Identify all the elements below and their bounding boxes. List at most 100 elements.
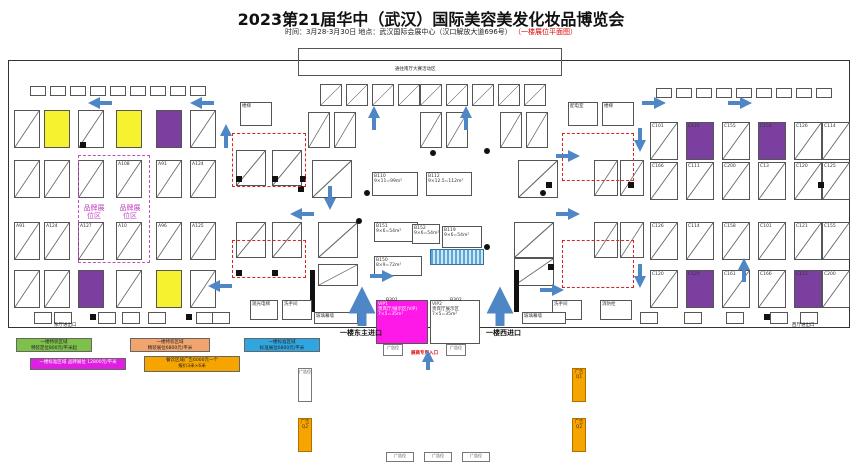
booth-right-4-2[interactable]: C121 [794, 222, 822, 260]
booth-left-3-1[interactable]: A108 [116, 160, 142, 198]
booth-right-2-0[interactable]: C155 [722, 122, 750, 160]
booth-cl-2[interactable] [318, 222, 358, 258]
booth-right-5-1[interactable]: C125 [822, 162, 850, 200]
booth-right-4-3[interactable]: C111 [794, 270, 822, 308]
booth-tr-1[interactable] [676, 88, 692, 98]
booth-bottom-3[interactable] [122, 312, 140, 324]
booth-bottom-2[interactable] [98, 312, 116, 324]
booth-bottom-6[interactable] [212, 312, 230, 324]
booth-bottom-11[interactable] [800, 312, 818, 324]
booth-right-2-2[interactable]: C158 [722, 222, 750, 260]
booth-left-1-2[interactable]: A124 [44, 222, 70, 260]
booth-tr-6[interactable] [776, 88, 792, 98]
booth-right-1-1[interactable]: C111 [686, 162, 714, 200]
booth-tl-6[interactable] [150, 86, 166, 96]
booth-tr-4[interactable] [736, 88, 752, 98]
booth-upper-1[interactable] [334, 112, 356, 148]
booth-cr-3[interactable] [514, 258, 554, 286]
booth-right-0-3[interactable]: C120 [650, 270, 678, 308]
booth-top-1[interactable] [346, 84, 368, 106]
booth-tl-4[interactable] [110, 86, 126, 96]
booth-right-5-2[interactable]: C155 [822, 222, 850, 260]
booth-right-5-0[interactable]: C114 [822, 122, 850, 160]
booth-right-3-2[interactable]: C101 [758, 222, 786, 260]
booth-top-5[interactable] [446, 84, 468, 106]
booth-top-0[interactable] [320, 84, 342, 106]
booth-top-7[interactable] [498, 84, 520, 106]
booth-tl-5[interactable] [130, 86, 146, 96]
booth-right-1-0[interactable]: C121 [686, 122, 714, 160]
booth-bottom-0[interactable] [34, 312, 52, 324]
booth-left-0-0[interactable] [14, 110, 40, 148]
booth-left-5-3[interactable] [190, 270, 216, 308]
booth-left-0-2[interactable]: A91 [14, 222, 40, 260]
booth-right-1-3[interactable]: C125 [686, 270, 714, 308]
booth-left-2-0[interactable] [78, 110, 104, 148]
booth-tr-0[interactable] [656, 88, 672, 98]
booth-tr-7[interactable] [796, 88, 812, 98]
booth-right-3-0[interactable]: C154 [758, 122, 786, 160]
booth-rm-1-0[interactable] [620, 160, 644, 196]
booth-right-0-2[interactable]: C126 [650, 222, 678, 260]
booth-bottom-9[interactable] [726, 312, 744, 324]
booth-tr-2[interactable] [696, 88, 712, 98]
booth-tl-0[interactable] [30, 86, 46, 96]
booth-right-1-2[interactable]: C114 [686, 222, 714, 260]
booth-top-8[interactable] [524, 84, 546, 106]
booth-left-0-1[interactable] [14, 160, 40, 198]
booth-left-4-2[interactable]: A96 [156, 222, 182, 260]
booth-tl-7[interactable] [170, 86, 186, 96]
booth-tr-3[interactable] [716, 88, 732, 98]
booth-left-4-0[interactable] [156, 110, 182, 148]
booth-tl-1[interactable] [50, 86, 66, 96]
booth-upper-0[interactable] [308, 112, 330, 148]
booth-cl-1[interactable] [312, 160, 352, 198]
booth-bottom-8[interactable] [684, 312, 702, 324]
booth-bottom-4[interactable] [148, 312, 166, 324]
booth-top-3[interactable] [398, 84, 420, 106]
booth-right-4-1[interactable]: C120 [794, 162, 822, 200]
booth-right-3-1[interactable]: C13 [758, 162, 786, 200]
booth-left-2-2[interactable]: A127 [78, 222, 104, 260]
booth-left-3-0[interactable] [116, 110, 142, 148]
booth-left-5-2[interactable]: A125 [190, 222, 216, 260]
booth-right-0-1[interactable]: C166 [650, 162, 678, 200]
booth-rm-0-0[interactable] [594, 160, 618, 196]
booth-left-1-0[interactable] [44, 110, 70, 148]
booth-bottom-1[interactable] [54, 312, 72, 324]
booth-right-4-0[interactable]: C126 [794, 122, 822, 160]
booth-left-3-3[interactable] [116, 270, 142, 308]
booth-bottom-10[interactable] [770, 312, 788, 324]
booth-cl-3[interactable] [318, 264, 358, 286]
booth-left-1-1[interactable] [44, 160, 70, 198]
booth-upper-3[interactable] [446, 112, 468, 148]
booth-tl-3[interactable] [90, 86, 106, 96]
booth-right-3-3[interactable]: C166 [758, 270, 786, 308]
booth-right-5-3[interactable]: C200 [822, 270, 850, 308]
booth-left-4-3[interactable] [156, 270, 182, 308]
booth-right-2-1[interactable]: C200 [722, 162, 750, 200]
booth-upper-2[interactable] [420, 112, 442, 148]
booth-left-5-1[interactable]: A124 [190, 160, 216, 198]
east-main-entrance[interactable]: 一楼东主进口 [340, 329, 382, 337]
booth-right-0-0[interactable]: C101 [650, 122, 678, 160]
booth-cr-1[interactable] [518, 160, 558, 198]
booth-left-0-3[interactable] [14, 270, 40, 308]
booth-lm-0-0[interactable] [236, 150, 266, 186]
booth-tr-8[interactable] [816, 88, 832, 98]
booth-upper-4[interactable] [500, 112, 522, 148]
booth-cr-2[interactable] [514, 222, 554, 258]
west-entrance[interactable]: 一楼西进口 [486, 329, 521, 337]
booth-left-2-3[interactable] [78, 270, 104, 308]
booth-tl-8[interactable] [190, 86, 206, 96]
booth-tr-5[interactable] [756, 88, 772, 98]
booth-left-3-2[interactable]: A10 [116, 222, 142, 260]
west-side-entrance[interactable]: 西厅进出口 [792, 323, 815, 328]
